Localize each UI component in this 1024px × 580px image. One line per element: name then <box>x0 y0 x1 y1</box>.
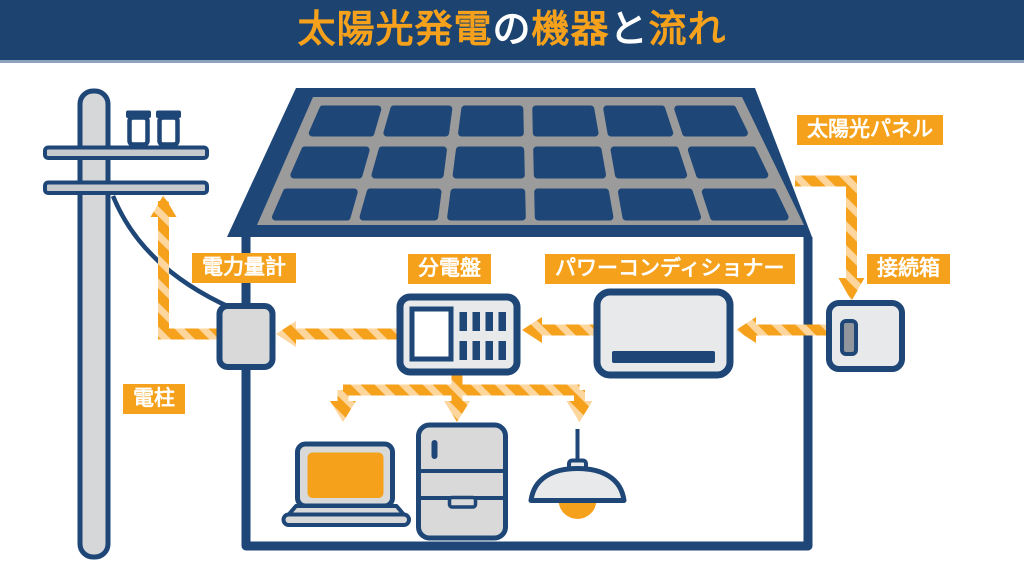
solar-cell <box>359 188 442 221</box>
page-title: 太陽光発電の機器と流れ <box>297 11 726 49</box>
solar-cell <box>458 105 524 137</box>
solar-cell <box>383 105 453 137</box>
title-segment: の <box>492 9 532 51</box>
solar-cell <box>272 188 358 221</box>
arrow-power-conditioner-to-distribution-board <box>522 317 598 343</box>
label-power-conditioner: パワーコンディショナー <box>545 254 795 285</box>
solar-cell <box>532 105 599 137</box>
solar-panel <box>227 88 812 237</box>
panel-cells <box>272 105 789 221</box>
solar-cell <box>603 105 674 137</box>
solar-cell <box>687 146 769 179</box>
house-outline <box>241 237 813 551</box>
laptop-icon <box>281 441 411 527</box>
solar-cell <box>308 105 382 137</box>
solar-cell <box>701 188 789 221</box>
solar-cell <box>290 146 370 179</box>
label-junction-box: 接続箱 <box>867 254 950 285</box>
label-power-meter: 電力量計 <box>192 253 296 284</box>
arrow-distribution-board-to-power-meter <box>276 321 401 347</box>
lamp-shade <box>528 466 627 503</box>
refrigerator-icon <box>416 422 508 541</box>
solar-cell <box>371 146 447 179</box>
solar-cell <box>533 146 606 179</box>
crossarm-bottom <box>43 180 209 195</box>
label-solar-panel: 太陽光パネル <box>797 115 943 146</box>
arrow-junction-box-to-power-conditioner <box>736 317 829 343</box>
solar-cell <box>447 188 526 221</box>
junction-box-icon <box>826 300 905 372</box>
arrow-power-meter-to-utility-pole <box>150 195 221 340</box>
title-banner: 太陽光発電の機器と流れ <box>0 0 1024 63</box>
label-utility-pole: 電柱 <box>123 384 185 415</box>
title-segment: と <box>609 9 649 51</box>
power-conditioner-icon <box>593 288 734 379</box>
arrow-distribution-board-to-appliances <box>330 371 593 422</box>
solar-cell <box>452 146 525 179</box>
power-meter-icon <box>216 303 276 370</box>
pendant-light-icon <box>528 429 627 519</box>
arrow-panel-to-junction-box <box>795 175 865 301</box>
solar-cell <box>534 188 614 221</box>
solar-cell <box>610 146 688 179</box>
label-distribution-board: 分電盤 <box>408 254 491 285</box>
insulator-icon <box>156 110 181 147</box>
title-segment: 太陽光発電 <box>297 9 493 51</box>
flow-arrows <box>150 175 865 422</box>
title-segment: 機器 <box>531 9 610 51</box>
title-segment: 流れ <box>648 9 727 51</box>
solar-cell <box>674 105 748 137</box>
crossarm-top <box>43 145 209 160</box>
solar-cell <box>618 188 701 221</box>
utility-pole-icon <box>43 88 244 560</box>
distribution-board-icon <box>396 293 521 376</box>
bulb <box>558 500 597 519</box>
insulator-icon <box>126 110 151 147</box>
